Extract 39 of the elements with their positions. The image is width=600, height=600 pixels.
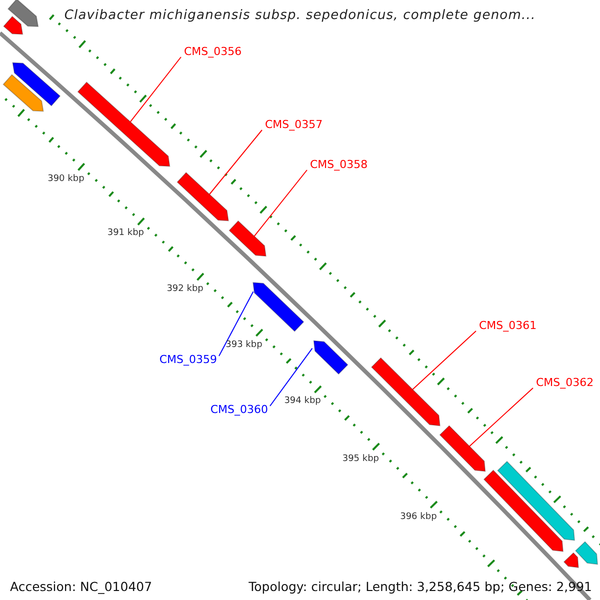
scale-label: 395 kbp	[342, 454, 380, 465]
leader-line	[130, 56, 182, 122]
scale-label: 393 kbp	[226, 340, 262, 351]
gene-block	[228, 220, 266, 257]
gene-block	[77, 82, 170, 167]
scale-label: 391 kbp	[107, 228, 144, 240]
gene-label: CMS_0359	[159, 353, 217, 366]
gene-block	[313, 340, 348, 375]
leader-line	[412, 330, 476, 390]
leader-line	[469, 388, 534, 447]
leader-line	[270, 348, 313, 406]
gene-block	[439, 425, 486, 472]
gene-label: CMS_0360	[210, 403, 268, 416]
gene-block	[176, 172, 229, 222]
title: Clavibacter michiganensis subsp. sepedonicus, complete genom...	[63, 8, 537, 23]
gene-block	[252, 282, 304, 332]
gene-label: CMS_0361	[479, 319, 537, 332]
accession-text: Accession: NC_010407	[10, 579, 152, 594]
scale-label: 390 kbp	[48, 174, 84, 185]
gene-block	[2, 74, 44, 112]
gene-label: CMS_0362	[536, 376, 594, 389]
gene-block	[483, 470, 564, 552]
genome-stats-text: Topology: circular; Length: 3,258,645 bp; Genes: 2,991	[248, 579, 592, 594]
gene-block	[574, 541, 598, 565]
gene-block	[497, 460, 576, 541]
gene-label: CMS_0356	[184, 45, 242, 58]
leader-line	[254, 170, 308, 237]
gene-block	[370, 357, 440, 426]
gene-block	[7, 0, 39, 28]
leader-line	[209, 130, 262, 195]
gene-block	[3, 16, 24, 35]
leader-line	[218, 291, 254, 356]
gene-block	[563, 552, 579, 568]
scale-label: 394 kbp	[284, 396, 321, 408]
gene-block	[12, 62, 61, 106]
gene-label: CMS_0357	[265, 118, 323, 131]
gene-label: CMS_0358	[310, 158, 368, 171]
scale-label: 396 kbp	[400, 512, 437, 523]
scale-label: 392 kbp	[166, 284, 204, 295]
